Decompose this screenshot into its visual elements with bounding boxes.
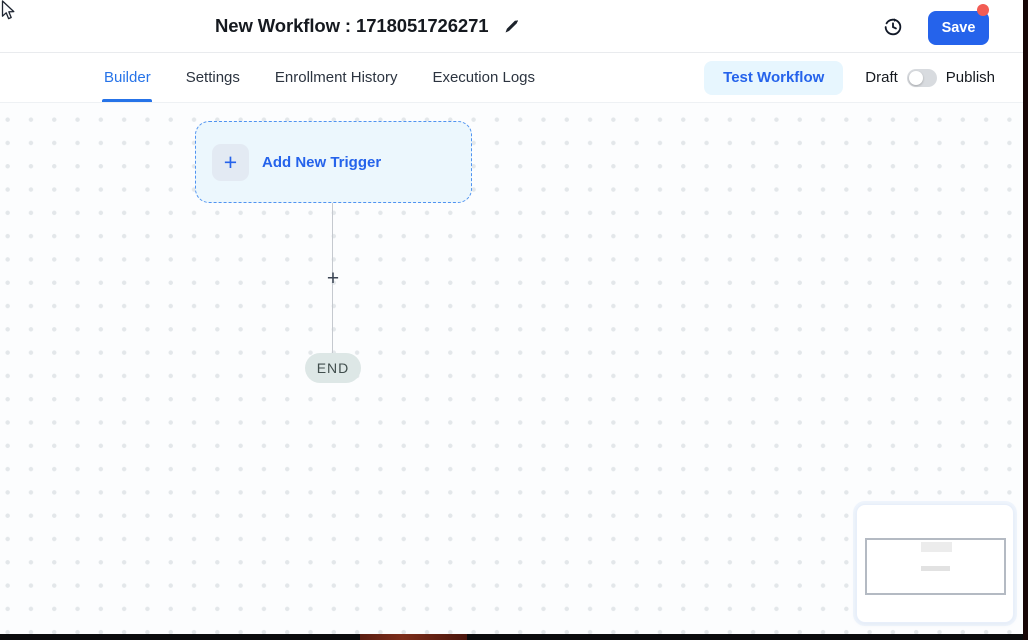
pencil-icon [503,18,520,35]
test-workflow-button[interactable]: Test Workflow [704,60,844,95]
workflow-canvas[interactable]: + Add New Trigger + END [0,103,1023,634]
clock-history-icon [882,16,904,38]
edit-title-button[interactable] [501,16,521,36]
unsaved-changes-dot [977,4,989,16]
background-window-edge-right [1023,0,1028,640]
tab-enrollment-history[interactable]: Enrollment History [274,69,398,86]
connector-line [332,203,333,353]
background-window-edge-bottom [0,634,1023,640]
header: New Workflow : 1718051726271 Save [0,0,1023,53]
active-tab-indicator [102,99,152,102]
draft-label: Draft [865,69,898,86]
tab-bar: Builder Settings Enrollment History Exec… [0,53,1023,103]
minimap-trigger-node [921,542,952,552]
add-trigger-node[interactable]: + Add New Trigger [195,121,472,203]
page-title: New Workflow : 1718051726271 [215,15,489,36]
tab-builder[interactable]: Builder [104,69,151,86]
publish-label: Publish [945,69,995,86]
add-trigger-label: Add New Trigger [262,153,382,171]
end-node: END [305,353,361,383]
minimap-viewport[interactable] [865,538,1006,595]
add-step-button[interactable]: + [326,266,340,290]
tab-execution-logs[interactable]: Execution Logs [432,69,536,86]
version-history-button[interactable] [881,15,905,39]
tabs: Builder Settings Enrollment History Exec… [104,53,535,102]
workflow-actions: Test Workflow Draft Publish [704,53,995,102]
save-button[interactable]: Save [928,11,989,45]
minimap[interactable] [856,504,1014,623]
toggle-knob [908,70,923,85]
tab-settings[interactable]: Settings [185,69,240,86]
publish-toggle[interactable] [906,68,937,87]
minimap-end-node [921,566,950,571]
background-window-content [360,634,467,640]
plus-icon: + [212,143,249,181]
workflow-title-group: New Workflow : 1718051726271 [215,0,521,52]
